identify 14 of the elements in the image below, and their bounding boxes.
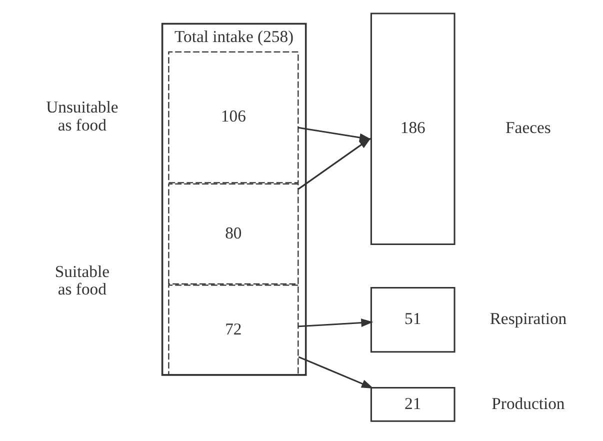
node-box: 21 (370, 387, 455, 422)
node-box: 80 (168, 183, 298, 285)
node-label: Respiration (489, 309, 566, 328)
node-box: 72 (168, 284, 298, 376)
label: Suitable as food (54, 262, 109, 299)
node-label: Production (491, 394, 564, 413)
node-label: Faeces (505, 118, 550, 138)
label: Unsuitable as food (46, 98, 118, 135)
node-box: 51 (370, 287, 455, 353)
arrow (298, 356, 374, 388)
node-box: 186 (370, 12, 455, 245)
arrow (298, 138, 371, 190)
arrow (298, 318, 373, 328)
node-box: 106 (168, 51, 298, 184)
